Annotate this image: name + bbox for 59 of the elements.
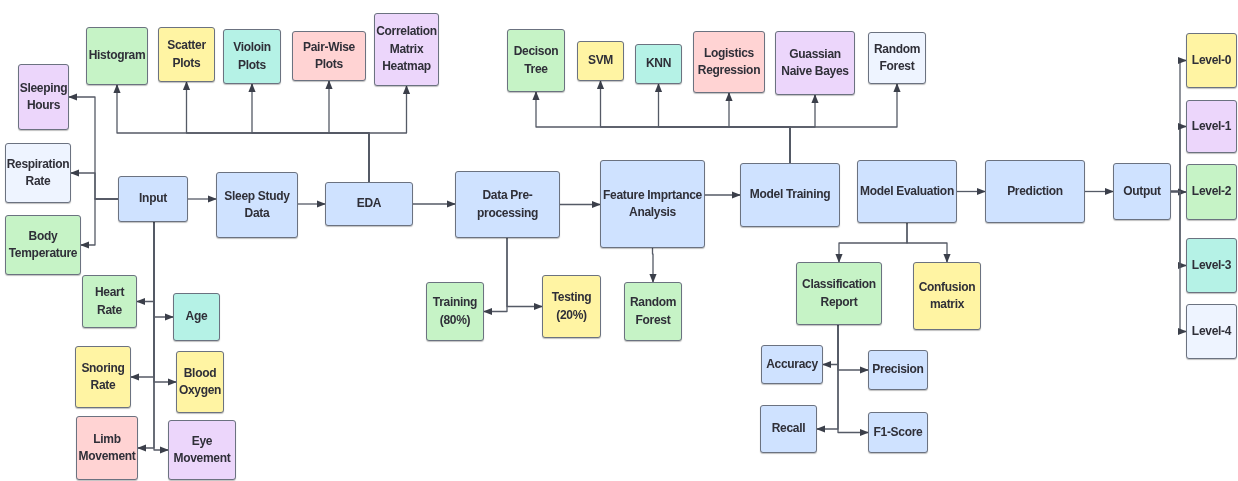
process-box: Scatter Plots bbox=[158, 27, 215, 82]
process-box: Testing (20%) bbox=[542, 275, 601, 338]
process-box: Random Forest bbox=[624, 282, 682, 341]
process-box: Heart Rate bbox=[82, 275, 137, 328]
arrow bbox=[1170, 190, 1187, 336]
process-box: EDA bbox=[325, 182, 413, 226]
arrow bbox=[906, 222, 951, 263]
process-box: Input bbox=[118, 176, 188, 222]
arrow bbox=[412, 200, 456, 208]
arrow bbox=[153, 221, 169, 454]
arrow bbox=[559, 200, 601, 209]
process-box: Model Evaluation bbox=[857, 160, 957, 223]
arrow bbox=[297, 200, 326, 208]
process-box: Classification Report bbox=[796, 262, 882, 325]
process-box: Prediction bbox=[985, 160, 1085, 223]
process-box: Level-4 bbox=[1186, 304, 1237, 359]
arrow bbox=[506, 237, 543, 311]
process-box: Eye Movement bbox=[168, 420, 236, 480]
process-box: Level-3 bbox=[1186, 238, 1237, 293]
arrow bbox=[187, 195, 217, 203]
process-box: SVM bbox=[577, 41, 624, 81]
process-box: F1-Score bbox=[868, 412, 928, 453]
process-box: Correlation Matrix Heatmap bbox=[374, 13, 439, 86]
process-box: Pair-Wise Plots bbox=[292, 31, 366, 81]
process-box: Violoin Plots bbox=[223, 29, 281, 84]
arrow bbox=[1084, 187, 1114, 196]
process-box: Sleep Study Data bbox=[216, 172, 298, 238]
arrow bbox=[80, 198, 119, 249]
process-box: Confusion matrix bbox=[913, 262, 981, 330]
process-box: Level-2 bbox=[1186, 164, 1237, 220]
arrow bbox=[704, 191, 741, 199]
process-box: Limb Movement bbox=[76, 416, 138, 480]
process-box: Age bbox=[173, 293, 220, 341]
arrow bbox=[837, 324, 869, 437]
process-box: Feature Imprtance Analysis bbox=[600, 160, 705, 248]
process-box: Body Temperature bbox=[5, 215, 81, 275]
process-box: Logistics Regression bbox=[693, 31, 765, 93]
process-box: Respiration Rate bbox=[5, 143, 71, 203]
process-box: Level-0 bbox=[1186, 33, 1237, 88]
process-box: Guassian Naive Bayes bbox=[775, 31, 855, 95]
process-box: Precision bbox=[868, 350, 928, 390]
process-box: KNN bbox=[635, 44, 682, 84]
process-box: Histogram bbox=[86, 27, 148, 85]
process-box: Blood Oxygen bbox=[176, 351, 224, 413]
process-box: Recall bbox=[760, 405, 817, 453]
process-box: Random Forest bbox=[868, 32, 926, 84]
process-box: Snoring Rate bbox=[75, 346, 131, 408]
process-box: Accuracy bbox=[761, 345, 823, 384]
arrow bbox=[789, 83, 901, 164]
process-box: Sleeping Hours bbox=[18, 64, 69, 130]
process-box: Level-1 bbox=[1186, 100, 1237, 153]
process-box: Model Training bbox=[740, 163, 840, 227]
arrow bbox=[368, 85, 411, 183]
arrow bbox=[649, 247, 657, 283]
arrow bbox=[956, 187, 986, 196]
process-box: Data Pre-processing bbox=[455, 171, 560, 238]
process-box: Decison Tree bbox=[507, 29, 565, 92]
process-box: Output bbox=[1113, 163, 1171, 220]
process-box: Training (80%) bbox=[426, 282, 484, 341]
